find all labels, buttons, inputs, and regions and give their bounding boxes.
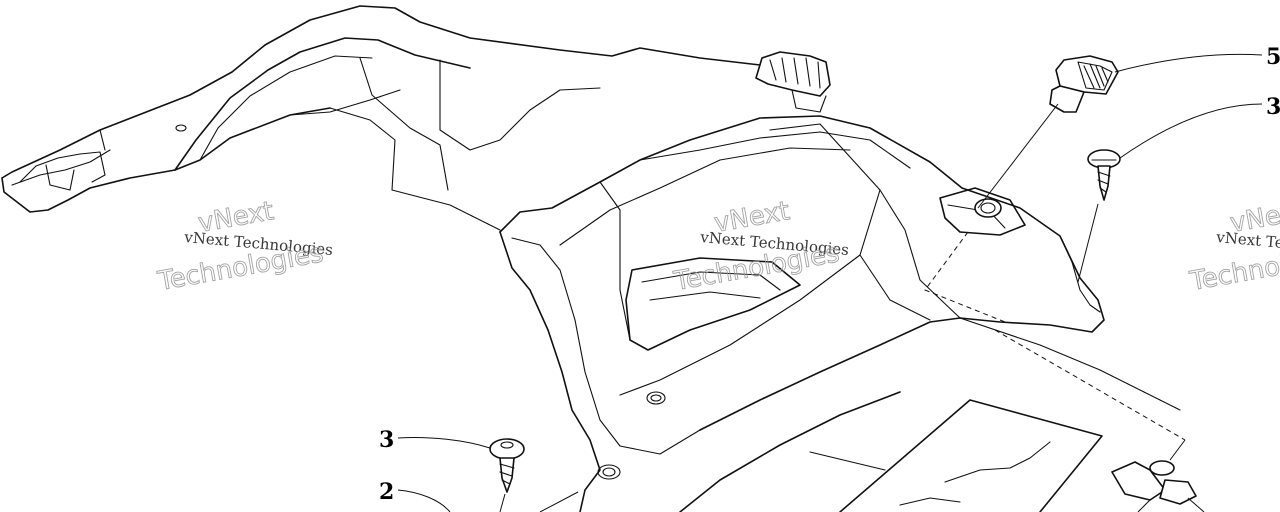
callout-3-upper: 3 <box>1266 94 1280 120</box>
screw-part-3-upper <box>1077 103 1263 283</box>
rear-cover-body <box>1 5 1181 512</box>
watermark-left: vNext vNext Technologies Technologies <box>155 196 334 298</box>
watermark-center: vNext vNext Technologies Technologies <box>671 196 850 298</box>
part-2-leader <box>397 489 579 512</box>
callout-5: 5 <box>1266 44 1280 70</box>
screw-part-3-lower <box>397 437 525 512</box>
assembly-dashed-lines <box>924 231 1186 441</box>
clip-lower-right <box>1111 439 1205 512</box>
watermark-right: vNext vNext Technologies Technologies <box>1187 196 1280 298</box>
callout-2: 2 <box>379 479 394 505</box>
callout-3-lower: 3 <box>379 427 394 453</box>
lamp-part-5 <box>977 53 1263 209</box>
